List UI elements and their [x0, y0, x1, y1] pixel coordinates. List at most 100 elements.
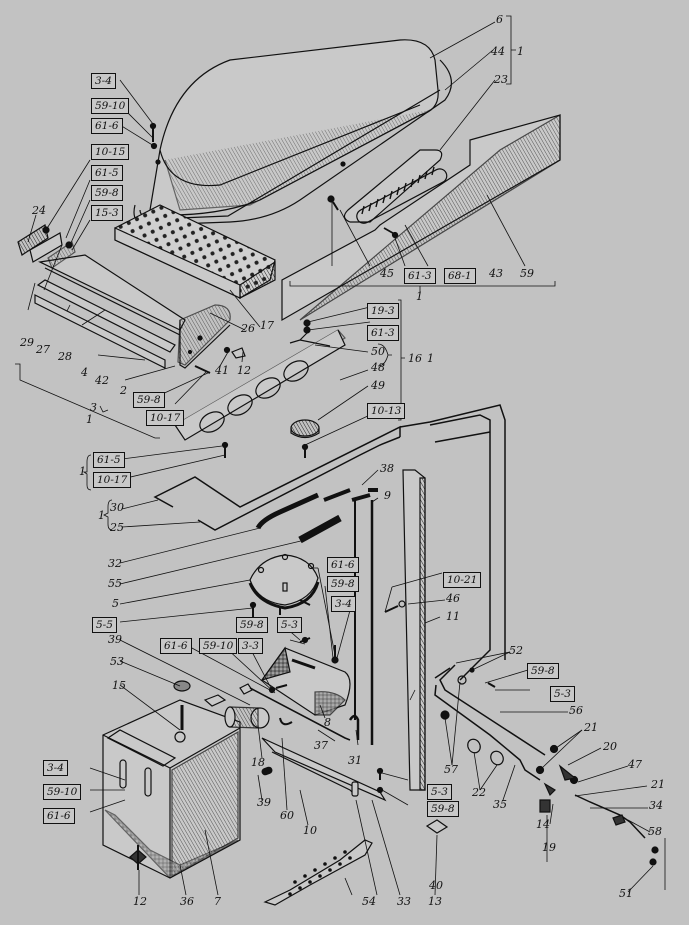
box-label-61-6-c: 61-6	[160, 638, 192, 654]
label-28: 28	[58, 350, 72, 363]
box-label-59-8: 59-8	[91, 185, 123, 201]
label-34: 34	[649, 799, 663, 812]
label-group-1-mid: 1	[416, 290, 423, 303]
label-47: 47	[628, 758, 642, 771]
label-49: 49	[371, 379, 385, 392]
part-cover-6	[133, 39, 452, 226]
box-label-5-5: 5-5	[92, 617, 117, 633]
box-label-61-6-b: 61-6	[327, 557, 359, 573]
box-label-59-10: 59-10	[91, 98, 130, 114]
label-54: 54	[362, 895, 376, 908]
part-grille-23	[343, 149, 448, 224]
label-16: 16	[408, 352, 422, 365]
box-label-15-3: 15-3	[91, 205, 123, 221]
label-20: 20	[603, 740, 617, 753]
label-26: 26	[241, 322, 255, 335]
label-31: 31	[348, 754, 362, 767]
box-label-10-15: 10-15	[91, 144, 130, 160]
label-40: 40	[429, 879, 443, 892]
box-label-19-3: 19-3	[367, 303, 399, 319]
box-label-3-4-b: 3-4	[331, 596, 356, 612]
label-39-top: 39	[108, 633, 122, 646]
label-59: 59	[520, 267, 534, 280]
label-42: 42	[95, 374, 109, 387]
box-label-59-10-c: 59-10	[43, 784, 82, 800]
box-label-5-3-b: 5-3	[550, 686, 575, 702]
box-label-61-6-d: 61-6	[43, 808, 75, 824]
label-12-bottom: 12	[133, 895, 147, 908]
box-label-3-4: 3-4	[91, 73, 116, 89]
box-label-3-3: 3-3	[238, 638, 263, 654]
label-23: 23	[494, 73, 508, 86]
label-25: 25	[110, 521, 124, 534]
label-44: 44	[491, 45, 505, 58]
label-37: 37	[314, 739, 328, 752]
box-label-10-21: 10-21	[443, 572, 482, 588]
box-label-10-13: 10-13	[367, 403, 406, 419]
label-41: 41	[215, 364, 229, 377]
label-16-qty: 1	[427, 352, 434, 365]
part-pipes-56-35-34	[434, 664, 646, 839]
box-label-59-8-e: 59-8	[527, 663, 559, 679]
label-46: 46	[446, 592, 460, 605]
part-end-cap-26	[177, 304, 231, 369]
part-clip-50	[289, 319, 331, 347]
label-group-1-left: 1	[79, 465, 86, 478]
part-tubes-25-30	[153, 404, 506, 681]
label-group-1-tubes: 1	[98, 509, 105, 522]
box-label-59-10-b: 59-10	[199, 638, 238, 654]
part-plate-40	[425, 819, 449, 834]
label-4: 4	[81, 366, 88, 379]
box-label-61-5: 61-5	[91, 165, 123, 181]
label-11: 11	[446, 610, 460, 623]
label-53: 53	[110, 655, 124, 668]
label-9: 9	[384, 489, 391, 502]
label-58: 58	[648, 825, 662, 838]
box-label-61-3: 61-3	[404, 268, 436, 284]
part-hoses-32-55	[255, 488, 371, 544]
label-3: 3	[90, 401, 97, 414]
label-6: 6	[496, 13, 503, 26]
box-label-61-3-b: 61-3	[367, 325, 399, 341]
leader-lines	[15, 15, 666, 896]
label-60: 60	[280, 809, 294, 822]
label-56: 56	[569, 704, 583, 717]
label-5: 5	[112, 597, 119, 610]
part-burner-plate-48	[174, 329, 346, 441]
box-label-61-6: 61-6	[91, 118, 123, 134]
label-52: 52	[509, 644, 523, 657]
label-24: 24	[32, 204, 46, 217]
label-3-qty: 1	[86, 413, 93, 426]
part-frame-rails	[17, 224, 186, 369]
label-45: 45	[380, 267, 394, 280]
label-group-1-top: 1	[517, 45, 524, 58]
box-label-10-17: 10-17	[146, 410, 185, 426]
label-43: 43	[489, 267, 503, 280]
label-39-bottom: 39	[257, 796, 271, 809]
label-35: 35	[493, 798, 507, 811]
part-shield-8	[260, 646, 351, 716]
label-21-b: 21	[651, 778, 665, 791]
box-label-3-4-c: 3-4	[43, 760, 68, 776]
label-7: 7	[214, 895, 221, 908]
label-50: 50	[371, 345, 385, 358]
label-57: 57	[444, 763, 458, 776]
box-label-59-8-d: 59-8	[236, 617, 268, 633]
label-27: 27	[36, 343, 50, 356]
label-55: 55	[108, 577, 122, 590]
label-48: 48	[371, 361, 385, 374]
part-bracket-11	[384, 469, 426, 791]
box-label-59-8-f: 59-8	[427, 801, 459, 817]
part-regulator-5	[248, 553, 320, 615]
label-8: 8	[324, 716, 331, 729]
box-label-61-5-b: 61-5	[93, 452, 125, 468]
label-51: 51	[619, 887, 633, 900]
label-2: 2	[120, 384, 127, 397]
part-bracket-10	[261, 717, 387, 802]
box-label-59-8-c: 59-8	[327, 576, 359, 592]
part-screws-41-12	[194, 346, 246, 374]
label-36: 36	[180, 895, 194, 908]
box-label-10-17-b: 10-17	[93, 472, 132, 488]
